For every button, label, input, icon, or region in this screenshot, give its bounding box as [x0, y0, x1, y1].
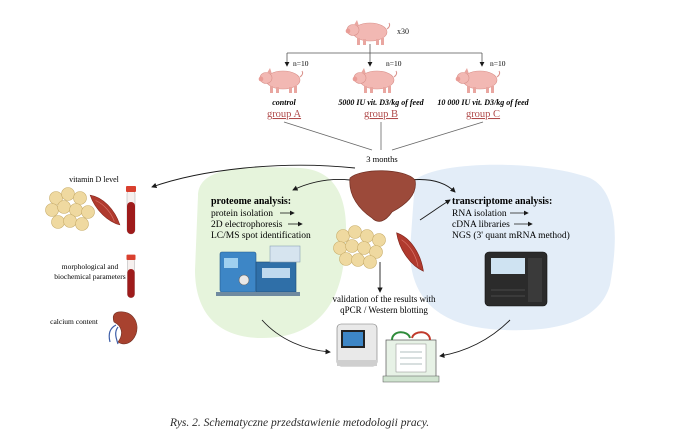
- morph-label-2: biochemical parameters: [54, 272, 126, 281]
- group-a-label: group A: [267, 109, 302, 120]
- proteome-item-2: 2D electrophoresis: [211, 220, 283, 230]
- transcriptome-item-1: RNA isolation: [452, 209, 507, 219]
- western-blot-tank-icon: [382, 331, 440, 383]
- transcriptome-step-arrows: [510, 210, 533, 227]
- pig-icon-group-b: [352, 67, 398, 94]
- duration-label: 3 months: [366, 154, 397, 164]
- transcriptome-panel: [410, 164, 615, 331]
- proteome-item-3: LC/MS spot identification: [211, 230, 311, 241]
- group-b-n: n=10: [386, 59, 402, 68]
- blood-tube-icon-1: [125, 185, 137, 235]
- transcriptome-item-3: NGS (3' quant mRNA method): [452, 230, 570, 241]
- adipose-tissue-icon-left: [45, 187, 95, 231]
- qpcr-machine-icon: [336, 323, 378, 367]
- group-b-label: group B: [364, 109, 398, 120]
- pig-icon-group-a: [258, 67, 304, 94]
- morph-label-1: morphological and: [62, 262, 119, 271]
- group-a-n: n=10: [293, 59, 309, 68]
- figure-caption: Rys. 2. Schematyczne przedstawienie meto…: [169, 417, 429, 429]
- validation-line-2: qPCR / Western blotting: [340, 305, 428, 315]
- vitamin-d-label: vitamin D level: [69, 175, 120, 184]
- lcms-instrument-icon: [216, 245, 301, 296]
- tree-connector: [284, 44, 485, 67]
- transcriptome-item-2: cDNA libraries: [452, 220, 510, 230]
- liver-icon: [349, 170, 416, 222]
- group-a-diet: control: [272, 98, 296, 107]
- kidney-vessel-icon: [108, 324, 119, 345]
- pig-icon-group-c: [455, 67, 501, 94]
- group-c-label: group C: [466, 109, 500, 120]
- adipose-tissue-icon: [333, 225, 386, 269]
- calcium-label: calcium content: [50, 317, 99, 326]
- proteome-title: proteome analysis:: [211, 196, 291, 207]
- converge-lines: [283, 121, 484, 151]
- group-b-diet: 5000 IU vit. D3/kg of feed: [338, 98, 424, 107]
- group-c-n: n=10: [490, 59, 506, 68]
- sequencer-icon: [484, 251, 548, 307]
- proteome-item-1: protein isolation: [211, 209, 273, 219]
- transcriptome-title: transcriptome analysis:: [452, 196, 552, 207]
- flow-arrows: [151, 164, 511, 358]
- kidney-icon: [112, 311, 138, 345]
- proteome-step-arrows: [280, 210, 303, 227]
- group-c-diet: 10 000 IU vit. D3/kg of feed: [437, 98, 529, 107]
- validation-line-1: validation of the results with: [333, 294, 436, 304]
- pig-icon-top: [345, 19, 391, 46]
- blood-tube-icon-2: [126, 254, 136, 299]
- pig-multiplier: x30: [397, 27, 409, 36]
